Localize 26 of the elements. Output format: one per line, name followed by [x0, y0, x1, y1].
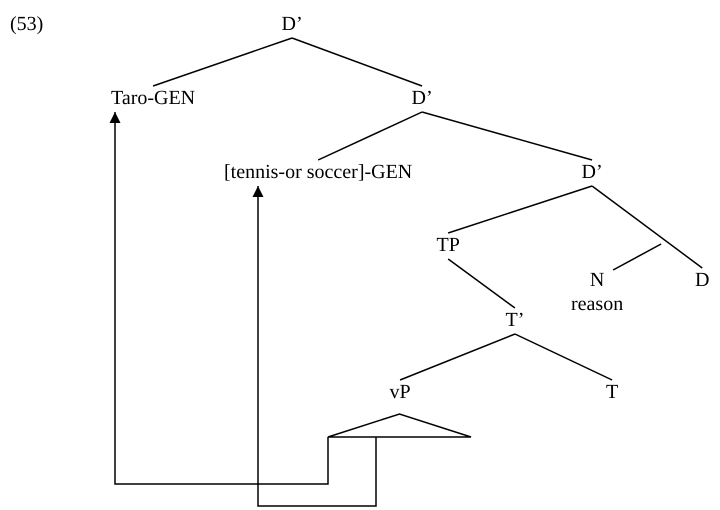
tree-node-label: T’	[506, 308, 524, 332]
tree-node-label: D’	[412, 86, 433, 110]
branch-line	[292, 37, 422, 87]
branch-line	[592, 185, 703, 269]
lexical-item: reason	[571, 292, 624, 316]
branch-line	[422, 111, 592, 161]
tree-node-label: N	[588, 268, 606, 292]
tree-node-label: [tennis-or soccer]-GEN	[224, 160, 412, 184]
tree-node-label: vP	[390, 380, 411, 404]
branch-line	[448, 185, 592, 234]
triangle-node	[328, 414, 471, 437]
branch-line	[152, 37, 292, 87]
tree-node-label: D’	[582, 160, 603, 184]
movement-arrow	[252, 186, 377, 507]
branch-line	[612, 243, 662, 271]
tree-node-label: D	[695, 268, 710, 292]
branch-line	[514, 333, 612, 381]
branch-line	[318, 111, 422, 161]
example-number: (53)	[10, 12, 44, 36]
tree-node-label: D’	[282, 12, 303, 36]
tree-node-label: TP	[436, 233, 460, 257]
branch-line	[400, 333, 516, 381]
movement-arrow	[110, 112, 329, 485]
branch-line	[448, 258, 516, 309]
tree-node-label: Taro-GEN	[111, 86, 196, 110]
tree-node-label: T	[606, 380, 618, 404]
